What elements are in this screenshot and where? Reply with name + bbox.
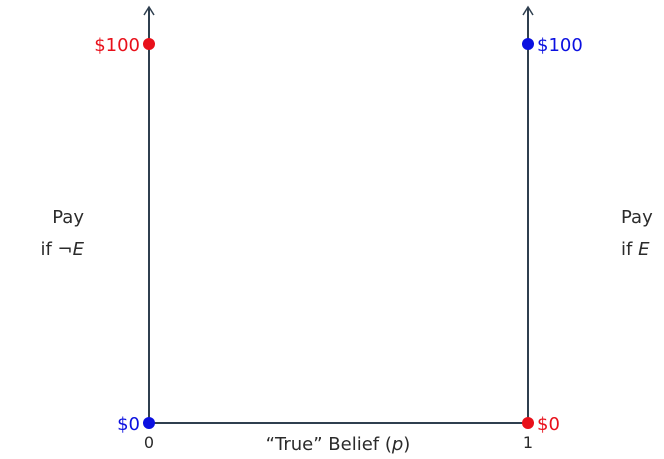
right-if-text: if xyxy=(621,239,639,260)
left-condition: if ¬E xyxy=(24,234,84,266)
right-condition: if E xyxy=(621,234,664,266)
bottom-right-value-label: $0 xyxy=(537,414,560,435)
right-axis-arrow-icon xyxy=(522,5,534,16)
x-axis-variable: p xyxy=(391,434,403,455)
top-right-point xyxy=(522,38,534,50)
left-axis-label: Pay if ¬E xyxy=(24,202,84,266)
x-axis-label-text: “True” Belief ( xyxy=(266,434,392,455)
left-if-text: if ¬ xyxy=(40,239,73,260)
left-pay-text: Pay xyxy=(52,207,84,228)
bottom-right-point xyxy=(522,417,534,429)
x-axis-label-close: ) xyxy=(403,434,410,455)
top-left-value-label: $100 xyxy=(94,35,140,56)
bottom-left-value-label: $0 xyxy=(117,414,140,435)
right-event-symbol: E xyxy=(638,239,650,260)
tick-label-zero: 0 xyxy=(144,433,154,452)
left-event-symbol: E xyxy=(72,239,84,260)
top-right-value-label: $100 xyxy=(537,35,583,56)
left-axis-arrow-icon xyxy=(143,5,155,16)
right-pay-text: Pay xyxy=(621,207,653,228)
x-axis-label: “True” Belief (p) xyxy=(266,434,411,455)
top-left-point xyxy=(143,38,155,50)
right-axis-label: Pay if E xyxy=(621,202,664,266)
bottom-left-point xyxy=(143,417,155,429)
tick-label-one: 1 xyxy=(523,433,533,452)
